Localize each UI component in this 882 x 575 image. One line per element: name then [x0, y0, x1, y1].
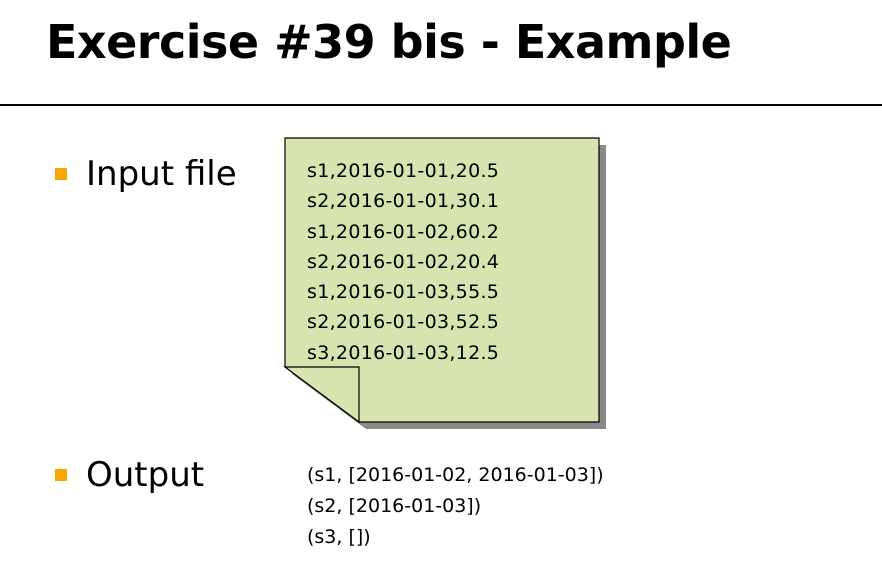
title-divider: [0, 104, 882, 106]
bullet-square-icon: [55, 469, 67, 481]
note-body: [284, 137, 600, 423]
output-label: Output: [86, 455, 205, 495]
input-file-line: s2,2016-01-03,52.5: [307, 311, 500, 334]
input-file-line: s2,2016-01-02,20.4: [307, 250, 500, 273]
output-line: (s1, [2016-01-02, 2016-01-03]): [307, 464, 604, 486]
output-lines: (s1, [2016-01-02, 2016-01-03]) (s2, [2016…: [307, 460, 604, 553]
input-file-lines: s1,2016-01-01,20.5 s2,2016-01-01,30.1 s1,2…: [307, 156, 499, 368]
output-bullet: Output: [55, 455, 204, 495]
input-file-line: s1,2016-01-03,55.5: [307, 281, 500, 304]
note-fold: [283, 366, 360, 424]
input-bullet: Input file: [55, 154, 237, 194]
sticky-note-icon: [283, 137, 606, 429]
input-file-line: s2,2016-01-01,30.1: [307, 190, 500, 213]
input-file-line: s1,2016-01-02,60.2: [307, 220, 500, 243]
slide-title: Exercise #39 bis - Example: [46, 15, 732, 69]
input-file-line: s3,2016-01-03,12.5: [307, 341, 500, 364]
output-line: (s2, [2016-01-03]): [307, 495, 482, 517]
output-line: (s3, []): [307, 526, 371, 548]
input-file-line: s1,2016-01-01,20.5: [307, 160, 500, 182]
bullet-square-icon: [55, 168, 67, 180]
input-file-label: Input file: [86, 154, 237, 194]
